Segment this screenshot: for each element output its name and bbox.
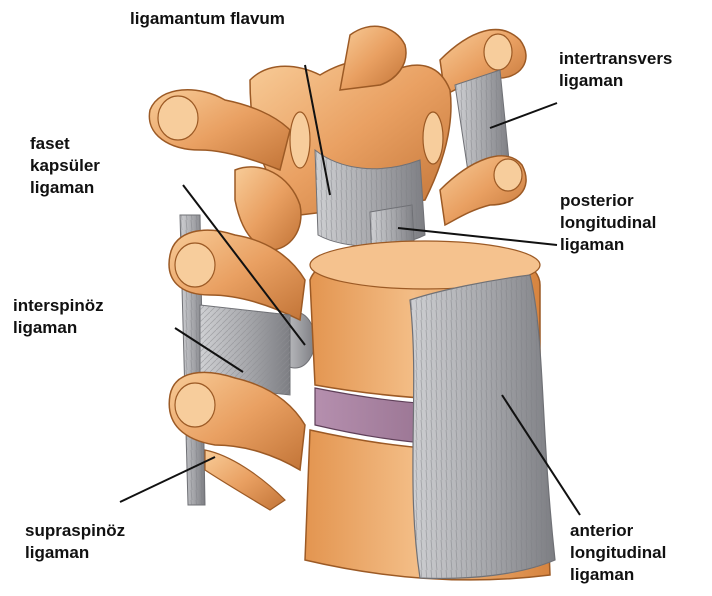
label-line: posterior [560, 190, 656, 212]
label-line: intertransvers [559, 48, 672, 70]
label-anterior: anterior longitudinal ligaman [570, 520, 666, 586]
label-supraspinoz: supraspinöz ligaman [25, 520, 125, 564]
label-line: ligaman [13, 317, 104, 339]
label-line: kapsüler [30, 155, 100, 177]
label-line: ligaman [559, 70, 672, 92]
label-line: ligaman [25, 542, 125, 564]
label-line: supraspinöz [25, 520, 125, 542]
label-line: faset [30, 133, 100, 155]
label-line: ligaman [570, 564, 666, 586]
label-intertransvers: intertransvers ligaman [559, 48, 672, 92]
label-line: longitudinal [560, 212, 656, 234]
label-posterior: posterior longitudinal ligaman [560, 190, 656, 256]
mid-right-transverse-process [440, 156, 526, 225]
label-line: anterior [570, 520, 666, 542]
label-faset: faset kapsüler ligaman [30, 133, 100, 199]
anterior-longitudinal-ligament [410, 275, 555, 578]
label-interspinoz: interspinöz ligaman [13, 295, 104, 339]
label-line: ligamantum flavum [130, 8, 285, 30]
label-ligamentum-flavum: ligamantum flavum [130, 8, 285, 30]
label-line: ligaman [30, 177, 100, 199]
label-line: ligaman [560, 234, 656, 256]
label-line: longitudinal [570, 542, 666, 564]
label-line: interspinöz [13, 295, 104, 317]
